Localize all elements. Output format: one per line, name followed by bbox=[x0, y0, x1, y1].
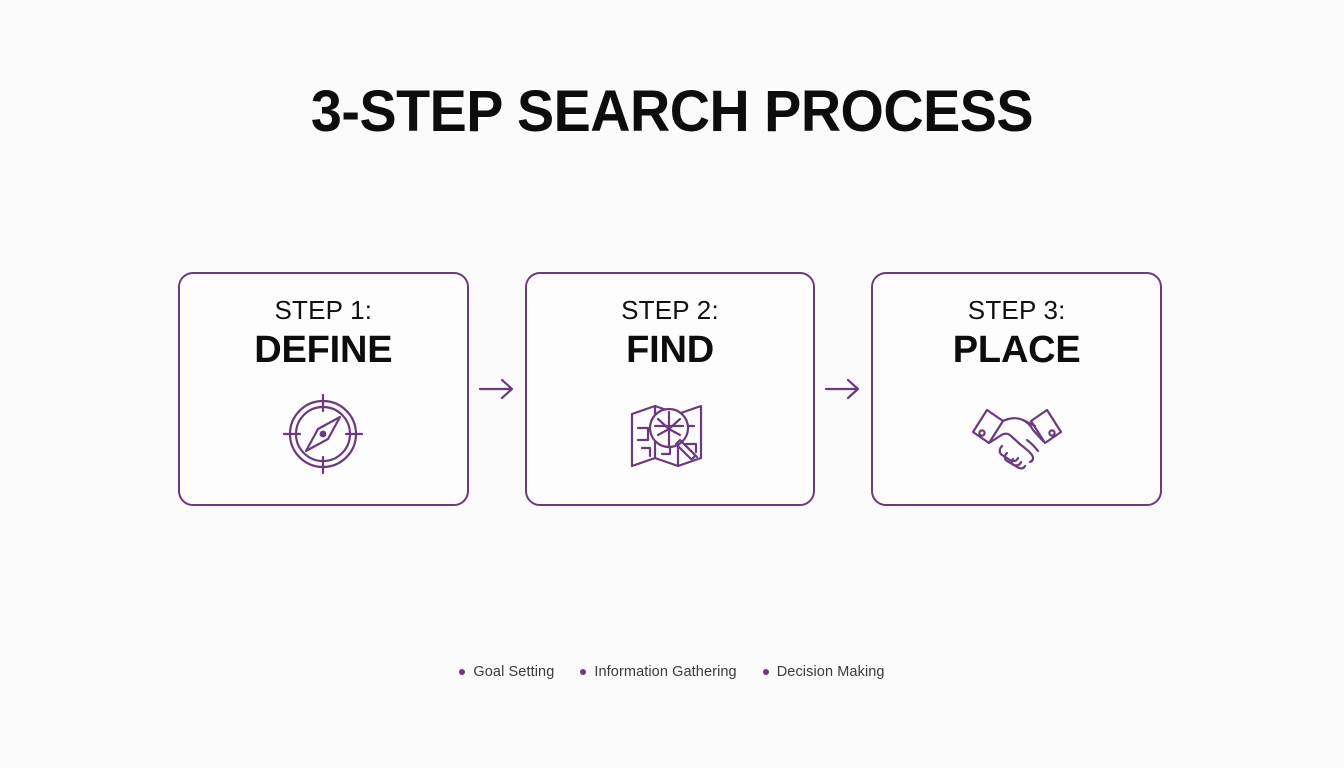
process-steps-row: STEP 1: DEFINE bbox=[178, 272, 1163, 506]
step-1-name: DEFINE bbox=[254, 328, 393, 371]
legend-label-3: Decision Making bbox=[776, 664, 885, 680]
legend: Goal Setting Information Gathering Decis… bbox=[0, 664, 1344, 680]
legend-dot-icon bbox=[580, 669, 587, 675]
legend-dot-icon bbox=[762, 669, 769, 675]
compass-icon bbox=[275, 386, 371, 482]
arrow-right-icon-1 bbox=[469, 369, 525, 409]
step-3-label: STEP 3: bbox=[967, 295, 1066, 325]
arrow-right-icon-2 bbox=[815, 369, 871, 409]
legend-item-3: Decision Making bbox=[762, 664, 885, 680]
step-card-3[interactable]: STEP 3: PLACE bbox=[871, 272, 1163, 506]
map-magnifier-icon bbox=[622, 386, 718, 482]
legend-dot-icon bbox=[459, 669, 466, 675]
legend-item-2: Information Gathering bbox=[580, 664, 737, 680]
page-title: 3-STEP SEARCH PROCESS bbox=[310, 79, 1034, 144]
step-2-label: STEP 2: bbox=[621, 295, 719, 325]
legend-label-2: Information Gathering bbox=[594, 664, 737, 680]
step-card-2[interactable]: STEP 2: FIND bbox=[524, 272, 816, 506]
step-3-name: PLACE bbox=[952, 328, 1081, 371]
legend-label-1: Goal Setting bbox=[473, 664, 555, 680]
step-2-name: FIND bbox=[626, 328, 714, 371]
handshake-icon bbox=[969, 386, 1065, 482]
legend-item-1: Goal Setting bbox=[459, 664, 554, 680]
step-1-label: STEP 1: bbox=[274, 295, 373, 325]
step-card-1[interactable]: STEP 1: DEFINE bbox=[178, 272, 469, 506]
